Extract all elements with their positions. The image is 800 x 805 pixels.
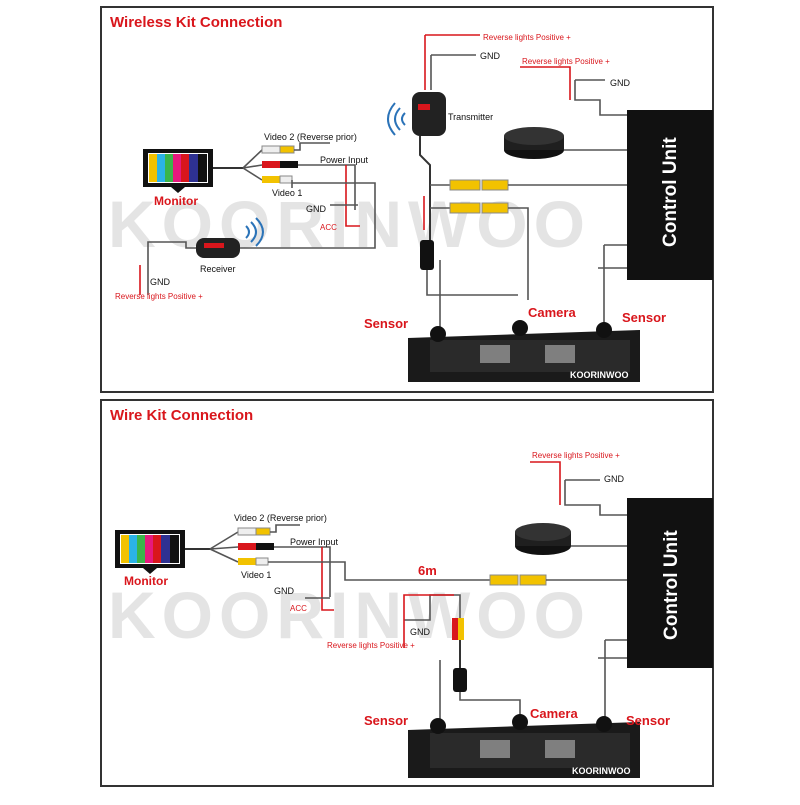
cu-reverse-label: Reverse lights Positive + — [522, 57, 610, 66]
receiver-gnd-label: GND — [150, 277, 171, 287]
camera-reverse-label: Reverse lights Positive + — [327, 641, 415, 650]
rca-connector-icon — [489, 574, 547, 586]
wire-monitor-label: Monitor — [124, 574, 168, 588]
license-plate-frame — [408, 320, 640, 382]
receiver-label: Receiver — [200, 264, 236, 274]
wire-video1-label: Video 1 — [241, 570, 271, 580]
rca-connector-icon — [237, 527, 274, 566]
wire-cu-gnd-label: GND — [604, 474, 625, 484]
wifi-signal-icon — [387, 102, 406, 136]
monitor-icon — [143, 149, 213, 193]
cu-gnd-label: GND — [610, 78, 631, 88]
wire-video2-label: Video 2 (Reverse prior) — [234, 513, 327, 523]
license-plate-frame — [408, 714, 640, 778]
wire-power-input-label: Power Input — [290, 537, 339, 547]
wireless-panel-title: Wireless Kit Connection — [110, 14, 282, 31]
wireless-video1-label: Video 1 — [272, 188, 302, 198]
wifi-signal-icon — [245, 217, 264, 247]
control-unit-box — [627, 498, 713, 668]
wireless-monitor-label: Monitor — [154, 194, 198, 208]
wire-monitor-gnd-label: GND — [274, 586, 295, 596]
transmitter-gnd-label: GND — [480, 51, 501, 61]
transmitter-reverse-label: Reverse lights Positive + — [483, 33, 571, 42]
wire-acc-label: ACC — [290, 604, 307, 613]
wire-panel: Wire Kit Connection KOORINWOO Monitor — [100, 399, 714, 787]
cable-length-label: 6m — [418, 563, 437, 578]
buzzer-icon — [504, 127, 564, 159]
receiver-reverse-label: Reverse lights Positive + — [115, 292, 203, 301]
camera-gnd-label: GND — [410, 627, 431, 637]
control-unit-box — [627, 110, 713, 280]
wireless-power-input-label: Power Input — [320, 155, 369, 165]
monitor-icon — [115, 530, 185, 574]
wireless-video2-label: Video 2 (Reverse prior) — [264, 132, 357, 142]
wire-sensor-left-label: Sensor — [364, 713, 408, 728]
wireless-acc-label: ACC — [320, 223, 337, 232]
wire-panel-title: Wire Kit Connection — [110, 407, 253, 424]
wireless-plate-brand: KOORINWOO — [570, 370, 629, 380]
wireless-monitor-gnd-label: GND — [306, 204, 327, 214]
rca-connector-icon — [261, 145, 298, 184]
wire-watermark: KOORINWOO — [108, 578, 591, 652]
wireless-panel: Wireless Kit Connection KOORINWOO Monito… — [100, 6, 714, 393]
wire-plate-brand: KOORINWOO — [572, 766, 631, 776]
receiver-icon — [196, 238, 240, 258]
wireless-sensor-right-label: Sensor — [622, 310, 666, 325]
control-unit-label: Control Unit — [660, 137, 681, 247]
wireless-sensor-left-label: Sensor — [364, 316, 408, 331]
transmitter-icon — [412, 92, 446, 136]
wire-control-unit-label: Control Unit — [661, 530, 682, 640]
wireless-camera-label: Camera — [528, 305, 576, 320]
buzzer-icon — [515, 523, 571, 555]
wire-camera-label: Camera — [530, 706, 578, 721]
wire-sensor-right-label: Sensor — [626, 713, 670, 728]
wire-cu-reverse-label: Reverse lights Positive + — [532, 451, 620, 460]
transmitter-label: Transmitter — [448, 112, 493, 122]
